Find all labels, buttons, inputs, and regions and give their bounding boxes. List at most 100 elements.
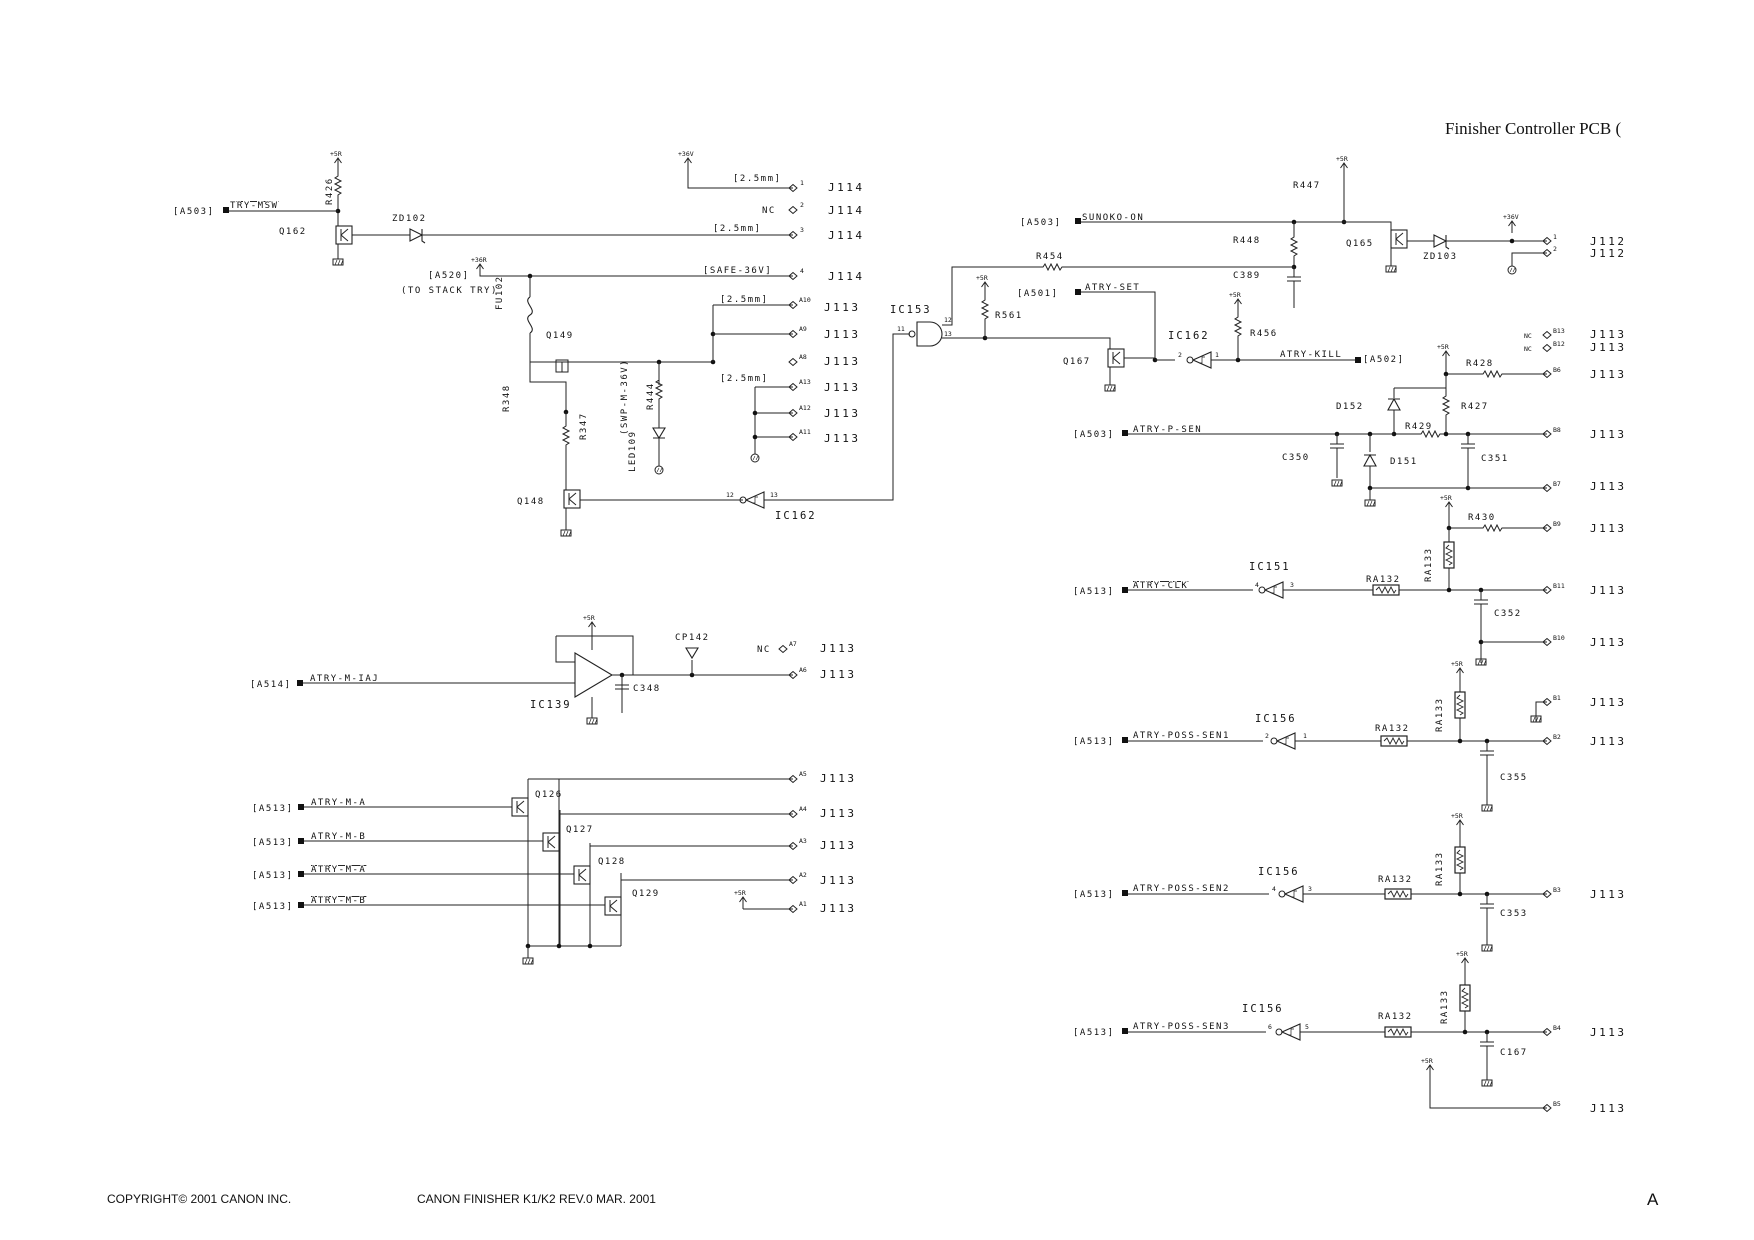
svg-text:A13: A13 xyxy=(799,378,811,386)
svg-text:R348: R348 xyxy=(502,384,512,412)
svg-text:3: 3 xyxy=(800,226,804,234)
svg-text:ATRY-SET: ATRY-SET xyxy=(1085,283,1140,293)
svg-text:IC156: IC156 xyxy=(1242,1003,1284,1015)
svg-text:J112: J112 xyxy=(1590,247,1627,260)
svg-text:RA133: RA133 xyxy=(1435,697,1445,732)
circuit-poss-sen1: +5R RA133 [A513] ATRY-POSS-SEN1 IC156 2 … xyxy=(1073,660,1627,812)
svg-text:[A520]: [A520] xyxy=(428,271,470,281)
svg-text:[SAFE-36V]: [SAFE-36V] xyxy=(703,266,772,276)
svg-text:A10: A10 xyxy=(799,296,811,304)
svg-text:R456: R456 xyxy=(1250,329,1278,339)
svg-text:Q148: Q148 xyxy=(517,497,545,507)
svg-text:RA132: RA132 xyxy=(1378,875,1413,885)
svg-text:+5R: +5R xyxy=(1336,155,1348,163)
svg-text:R426: R426 xyxy=(325,177,335,205)
svg-text:[A513]: [A513] xyxy=(252,902,294,912)
svg-text:ATRY-POSS-SEN1: ATRY-POSS-SEN1 xyxy=(1133,731,1230,741)
svg-text:C352: C352 xyxy=(1494,609,1522,619)
svg-text:R561: R561 xyxy=(995,311,1023,321)
svg-text:C167: C167 xyxy=(1500,1048,1528,1058)
svg-text:B9: B9 xyxy=(1553,520,1561,528)
circuit-q162-zd102: +5R R426 [A503] TRY-MSW Q162 ZD102 [2.5m… xyxy=(173,150,862,266)
page-identifier: A xyxy=(1647,1190,1659,1209)
svg-text:A3: A3 xyxy=(799,837,807,845)
svg-text:+5R: +5R xyxy=(976,274,988,282)
svg-text:+5R: +5R xyxy=(734,889,746,897)
svg-text:Q167: Q167 xyxy=(1063,357,1091,367)
svg-text:B13: B13 xyxy=(1553,327,1565,335)
svg-text:J113: J113 xyxy=(820,668,857,681)
svg-text:IC156: IC156 xyxy=(1258,866,1300,878)
svg-text:A7: A7 xyxy=(789,640,797,648)
svg-text:J113: J113 xyxy=(1590,584,1627,597)
svg-text:J113: J113 xyxy=(1590,328,1627,341)
svg-text:2: 2 xyxy=(800,201,804,209)
svg-text:NC: NC xyxy=(762,206,776,216)
svg-text:D151: D151 xyxy=(1390,457,1418,467)
svg-text:J113: J113 xyxy=(820,902,857,915)
svg-text:[2.5mm]: [2.5mm] xyxy=(720,374,768,384)
svg-text:R428: R428 xyxy=(1466,359,1494,369)
svg-text:2: 2 xyxy=(1553,245,1557,253)
svg-text:[A513]: [A513] xyxy=(252,838,294,848)
svg-text:4: 4 xyxy=(800,267,804,275)
svg-text:Q162: Q162 xyxy=(279,227,307,237)
svg-text:+36R: +36R xyxy=(471,256,487,264)
svg-text:4: 4 xyxy=(1272,885,1276,893)
svg-text:J114: J114 xyxy=(828,204,865,217)
svg-text:C348: C348 xyxy=(633,684,661,694)
svg-text:J114: J114 xyxy=(828,270,865,283)
svg-text:J113: J113 xyxy=(1590,341,1627,354)
svg-text:IC156: IC156 xyxy=(1255,713,1297,725)
circuit-j114-top: +36V [2.5mm] 1 J114 NC 2 J114 xyxy=(678,150,865,217)
svg-text:J113: J113 xyxy=(824,301,861,314)
svg-text:B8: B8 xyxy=(1553,426,1561,434)
svg-text:B11: B11 xyxy=(1553,582,1565,590)
svg-text:[A513]: [A513] xyxy=(252,871,294,881)
svg-text:B3: B3 xyxy=(1553,886,1561,894)
svg-text:CP142: CP142 xyxy=(675,633,710,643)
svg-text:SUNOKO-ON: SUNOKO-ON xyxy=(1082,213,1144,223)
svg-text:Q165: Q165 xyxy=(1346,239,1374,249)
svg-text:[A503]: [A503] xyxy=(1073,430,1115,440)
svg-text:NC: NC xyxy=(757,645,771,655)
svg-text:A2: A2 xyxy=(799,871,807,879)
circuit-atry-clk: +5R R430 B9 J113 RA133 [A513] ATRY-CLK I… xyxy=(1073,494,1627,666)
svg-text:IC139: IC139 xyxy=(530,699,572,711)
svg-text:R444: R444 xyxy=(646,382,656,410)
svg-text:IC151: IC151 xyxy=(1249,561,1291,573)
sheet-title: Finisher Controller PCB ( xyxy=(1445,119,1621,138)
svg-text:12: 12 xyxy=(944,316,952,324)
circuit-poss-sen3: +5R RA133 [A513] ATRY-POSS-SEN3 IC156 6 … xyxy=(1073,950,1624,1115)
circuit-poss-sen2: +5R RA133 [A513] ATRY-POSS-SEN2 IC156 4 … xyxy=(1073,812,1624,952)
svg-text:R430: R430 xyxy=(1468,513,1496,523)
svg-text:Q149: Q149 xyxy=(546,331,574,341)
svg-text:RA133: RA133 xyxy=(1435,851,1445,886)
svg-text:1: 1 xyxy=(1215,351,1219,359)
svg-text:R347: R347 xyxy=(579,412,589,440)
svg-text:R448: R448 xyxy=(1233,236,1261,246)
svg-text:C389: C389 xyxy=(1233,271,1261,281)
svg-text:ATRY-POSS-SEN3: ATRY-POSS-SEN3 xyxy=(1133,1022,1230,1032)
svg-text:J113: J113 xyxy=(1590,735,1627,748)
svg-text:RA132: RA132 xyxy=(1375,724,1410,734)
svg-text:LED109: LED109 xyxy=(628,430,638,472)
svg-text:C351: C351 xyxy=(1481,454,1509,464)
svg-text:Q129: Q129 xyxy=(632,889,660,899)
svg-text:J113: J113 xyxy=(824,407,861,420)
svg-text:1: 1 xyxy=(1553,233,1557,241)
svg-text:(SWP-M-36V): (SWP-M-36V) xyxy=(620,359,630,435)
svg-text:B4: B4 xyxy=(1553,1024,1561,1032)
svg-text:RA133: RA133 xyxy=(1440,989,1450,1024)
svg-text:J113: J113 xyxy=(1590,696,1627,709)
svg-text:NC: NC xyxy=(1524,345,1532,353)
svg-text:R447: R447 xyxy=(1293,181,1321,191)
svg-text:+5R: +5R xyxy=(1229,291,1241,299)
circuit-ic153-q167: R454 IC153 11 12 13 +5R R561 [A501] ATRY… xyxy=(890,252,1403,392)
svg-text:[A513]: [A513] xyxy=(1073,737,1115,747)
svg-text:B12: B12 xyxy=(1553,340,1565,348)
svg-text:J114: J114 xyxy=(828,181,865,194)
svg-text:+5R: +5R xyxy=(1451,812,1463,820)
svg-text:[A513]: [A513] xyxy=(1073,890,1115,900)
